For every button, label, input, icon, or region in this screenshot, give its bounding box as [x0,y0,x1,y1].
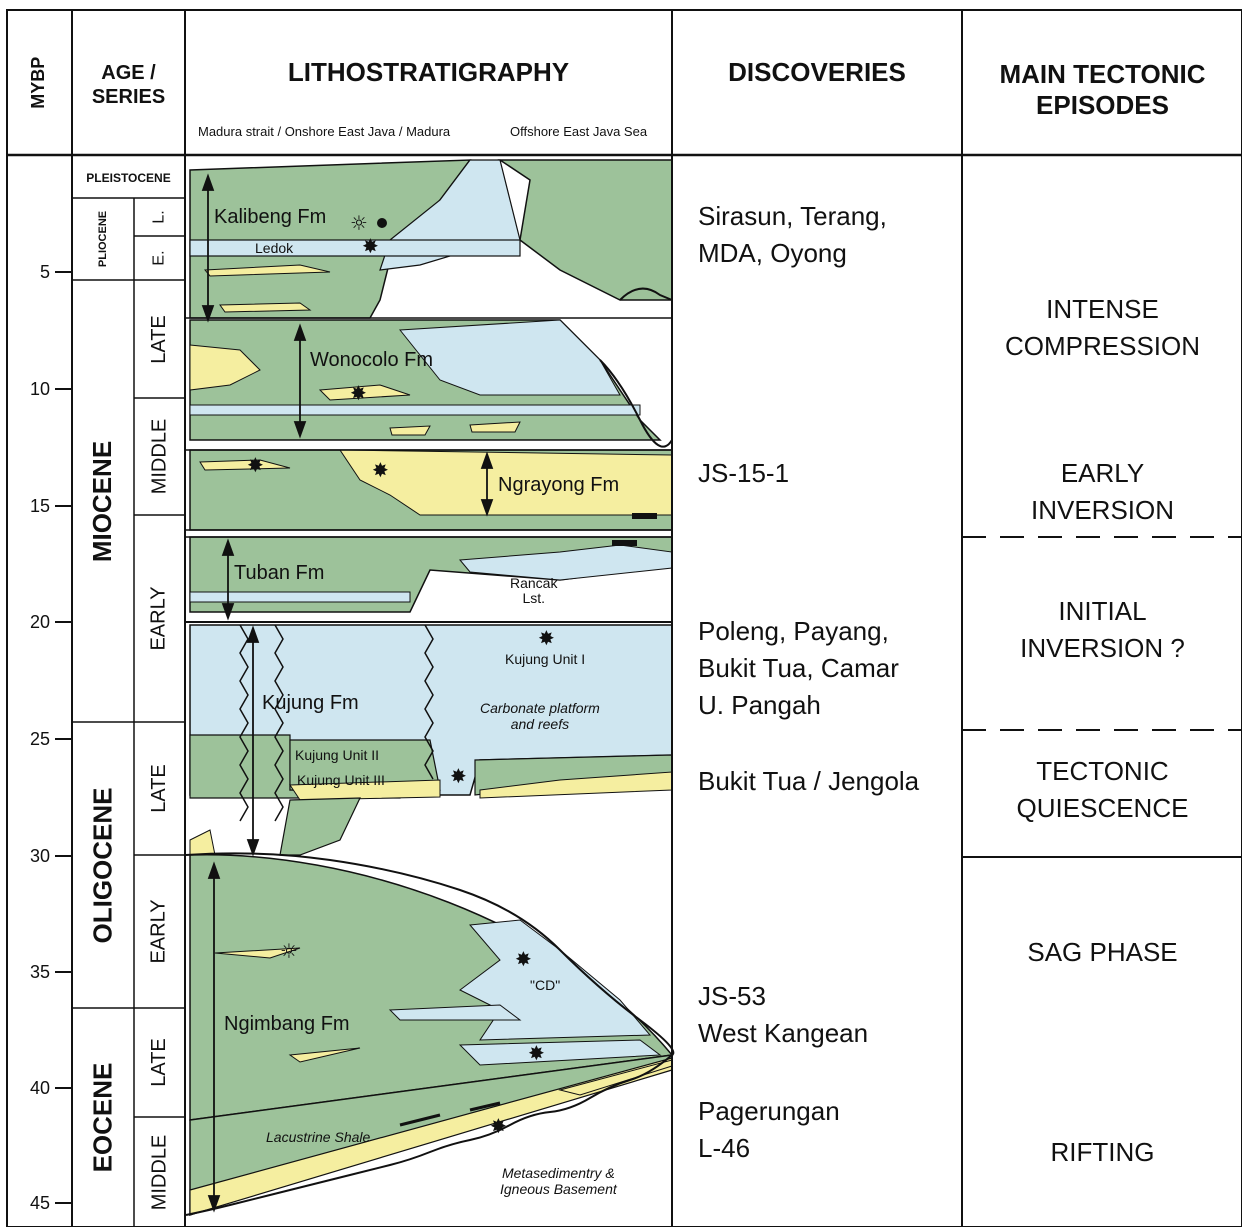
series-plio-late: L. [134,198,185,236]
svg-text:✸: ✸ [362,234,379,258]
svg-text:✸: ✸ [350,381,367,405]
formation-kujung-unit-2: Kujung Unit II [295,747,379,763]
svg-text:✸: ✸ [372,458,389,482]
svg-text:✸: ✸ [538,626,555,650]
epoch-pleistocene: PLEISTOCENE [72,158,185,198]
svg-text:✸: ✸ [247,453,264,477]
mybp-tick: 40 [10,1078,50,1099]
age-series-header: AGE / SERIES [96,55,161,115]
svg-text:✸: ✸ [490,1114,507,1138]
formation-ngrayong: Ngrayong Fm [498,474,619,497]
tectonic-intense-compression: INTENSE COMPRESSION [963,291,1242,365]
tectonic-initial-inversion: INITIAL INVERSION ? [963,593,1242,667]
formation-wonocolo: Wonocolo Fm [310,349,433,372]
discoveries-header: DISCOVERIES [672,50,962,95]
svg-text:✸: ✸ [450,764,467,788]
formation-kujung-unit-1: Kujung Unit I [505,651,585,667]
formation-ngimbang: Ngimbang Fm [224,1013,350,1036]
series-eo-late: LATE [134,1008,185,1117]
tectonic-rifting: RIFTING [963,1134,1242,1171]
series-eo-middle: MIDDLE [134,1117,185,1227]
discovery-pagerungan: Pagerungan L-46 [698,1093,840,1167]
mybp-tick: 45 [10,1193,50,1214]
mybp-tick: 5 [10,262,50,283]
mybp-header: MYBP [7,10,72,155]
tectonic-quiescence: TECTONIC QUIESCENCE [963,753,1242,827]
formation-lacustrine-shale: Lacustrine Shale [266,1129,370,1145]
series-mio-middle: MIDDLE [134,398,185,515]
svg-text:✸: ✸ [515,947,532,971]
mybp-tick: 30 [10,846,50,867]
formation-ledok: Ledok [255,240,293,256]
epoch-miocene: MIOCENE [72,280,134,722]
svg-text:☼: ☼ [280,939,298,963]
discovery-sirasun: Sirasun, Terang, MDA, Oyong [698,198,887,272]
litho-left-subheader: Madura strait / Onshore East Java / Madu… [198,124,450,139]
lithostratigraphy-header: LITHOSTRATIGRAPHY [185,50,672,95]
litho-right-subheader: Offshore East Java Sea [510,124,647,139]
series-oligo-early: EARLY [134,855,185,1008]
mybp-tick: 15 [10,496,50,517]
series-oligo-late: LATE [134,722,185,855]
series-plio-early: E. [134,236,185,280]
series-mio-early: EARLY [134,515,185,722]
formation-kujung: Kujung Fm [262,692,359,715]
formation-rancak: Rancak Lst. [510,576,557,606]
series-mio-late: LATE [134,280,185,398]
formation-kujung-unit-3: Kujung Unit III [297,772,385,788]
mybp-tick: 10 [10,379,50,400]
formation-cd: "CD" [530,977,560,993]
tectonic-sag-phase: SAG PHASE [963,934,1242,971]
svg-text:✸: ✸ [528,1041,545,1065]
discovery-poleng: Poleng, Payang, Bukit Tua, Camar U. Pang… [698,613,899,724]
formation-kalibeng: Kalibeng Fm [214,206,326,229]
mybp-tick: 20 [10,612,50,633]
discovery-bukit-tua: Bukit Tua / Jengola [698,763,919,800]
epoch-pliocene: PLIOCENE [72,198,134,280]
formation-carbonate-platform: Carbonate platform and reefs [480,700,600,732]
epoch-oligocene: OLIGOCENE [72,722,134,1008]
mybp-tick: 25 [10,729,50,750]
epoch-eocene: EOCENE [72,1008,134,1227]
formation-tuban: Tuban Fm [234,562,324,585]
svg-text:☼: ☼ [350,211,368,235]
discovery-js-53: JS-53 West Kangean [698,978,868,1052]
formation-basement: Metasedimentry & Igneous Basement [500,1165,617,1197]
tectonic-early-inversion: EARLY INVERSION [963,455,1242,529]
discovery-js-15-1: JS-15-1 [698,455,789,492]
mybp-tick: 35 [10,962,50,983]
tectonic-header: MAIN TECTONIC EPISODES [985,50,1220,130]
